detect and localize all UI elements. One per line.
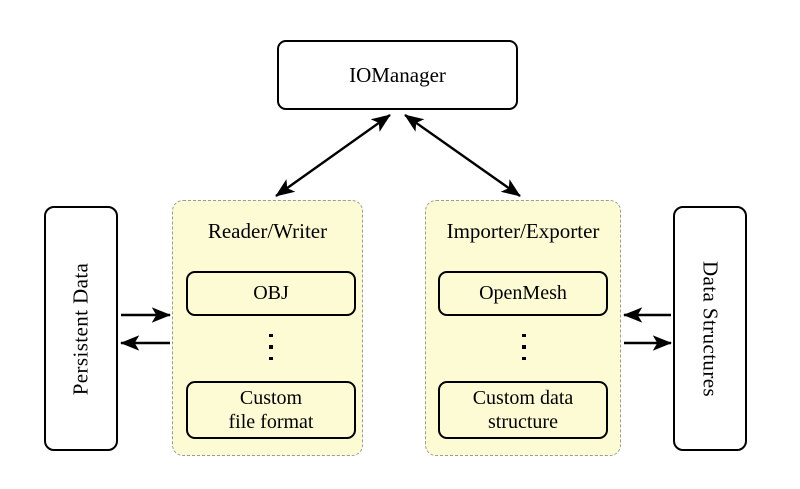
- node-custom-file-format-line2: file format: [228, 411, 314, 433]
- node-custom-file-format-label: Custom file format: [229, 386, 314, 435]
- node-obj-label: OBJ: [253, 282, 289, 305]
- node-openmesh-label: OpenMesh: [479, 282, 567, 305]
- vertical-dots-icon: [519, 334, 529, 360]
- node-obj[interactable]: OBJ: [186, 271, 356, 316]
- data-structures-node[interactable]: Data Structures: [673, 206, 747, 451]
- node-custom-data-structure-line1: Custom data: [472, 386, 574, 409]
- group-reader-writer-title: Reader/Writer: [207, 219, 328, 243]
- node-custom-data-structure[interactable]: Custom data structure: [438, 381, 608, 439]
- connector-manager-importerexporter: [404, 114, 521, 197]
- node-custom-data-structure-label: Custom data structure: [473, 386, 574, 435]
- connector-manager-readerwriter: [275, 114, 391, 197]
- data-structures-label: Data Structures: [698, 260, 723, 397]
- persistent-data-label: Persistent Data: [68, 262, 93, 395]
- node-custom-file-format[interactable]: Custom file format: [186, 381, 356, 439]
- node-custom-file-format-line1: Custom: [239, 386, 303, 409]
- vertical-dots-icon: [266, 334, 276, 360]
- group-reader-writer[interactable]: Reader/Writer OBJ Custom file format: [172, 200, 363, 456]
- group-importer-exporter-title: Importer/Exporter: [446, 219, 600, 243]
- node-openmesh[interactable]: OpenMesh: [438, 271, 608, 316]
- node-custom-data-structure-line2: structure: [488, 411, 558, 433]
- group-importer-exporter[interactable]: Importer/Exporter OpenMesh Custom data s…: [425, 200, 621, 456]
- persistent-data-node[interactable]: Persistent Data: [44, 206, 118, 451]
- io-manager-node[interactable]: IOManager: [277, 40, 518, 110]
- io-manager-label: IOManager: [349, 62, 446, 87]
